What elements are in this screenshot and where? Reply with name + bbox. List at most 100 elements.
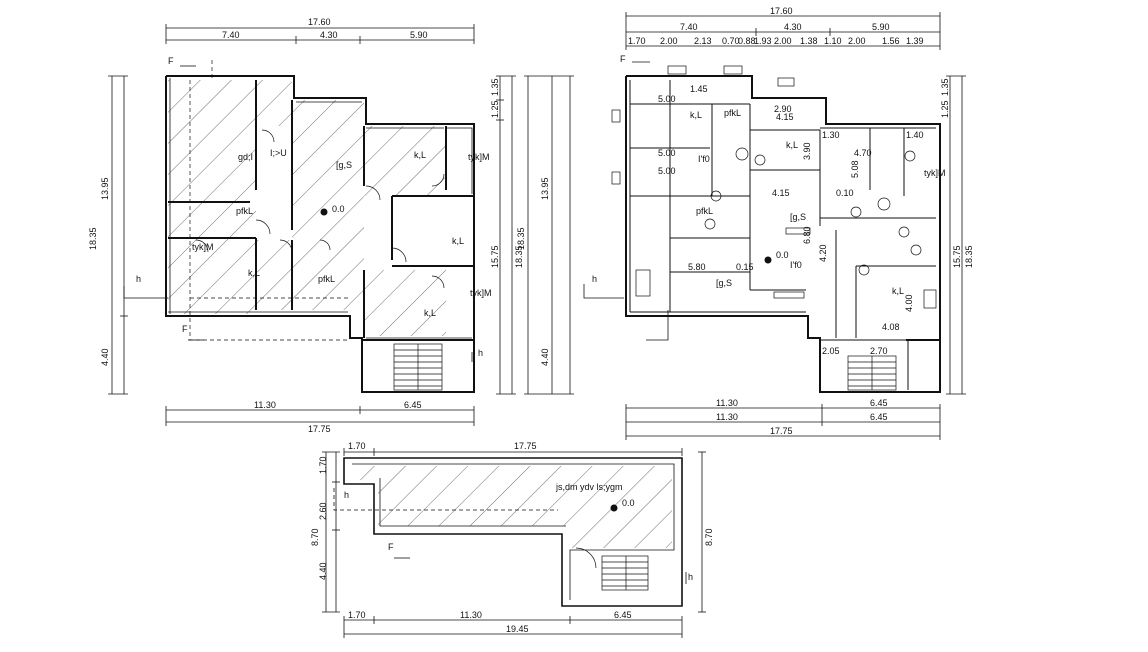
dim-bottom-total: 17.75 [308,424,331,434]
room-label-11: k,L [424,308,436,318]
dim-height-lower: 4.40 [100,348,110,366]
dim-right-total: 8.70 [704,528,714,546]
section-label-f-bottom: F [182,324,188,334]
section-arrow-icons [583,61,669,341]
fixture-icons [611,65,937,309]
dim-height-total: 18.35 [516,227,526,250]
dim-top-a: 1.70 [348,441,366,451]
section-arrow-icons [123,65,473,362]
dim-bottom-a: 11.30 [254,400,276,410]
dim-bottom-a: 1.70 [348,610,366,620]
detail-dim: 2.00 [660,36,678,46]
dimensions-left [524,75,574,395]
dim-height-total: 18.35 [88,227,98,250]
dimensions-bottom [343,616,683,638]
dimensions-right [946,75,966,395]
dim-segment-b: 4.30 [784,22,802,32]
dim-bottom-b: 6.45 [404,400,422,410]
room-label-9: k,L [248,268,260,278]
detail-dim: 0.70 [722,36,740,46]
inner-dim: 1.40 [906,130,924,140]
room-label-10: tyk]M [924,168,946,178]
dim-segment-a: 7.40 [680,22,698,32]
detail-dim: 1.39 [906,36,924,46]
dim-left-c: 4.40 [318,562,328,580]
dim-top-total: 17.75 [514,441,537,451]
section-label-h-left: h [136,274,141,284]
inner-dim: 4.08 [882,322,900,332]
staircase [393,343,443,391]
room-label-7: I'f0 [790,260,802,270]
dim-bottom-d: 6.45 [870,412,888,422]
floor-plan-left: 17.60 7.40 4.30 5.90 13.95 18.35 4.40 1.… [88,17,524,434]
detail-dim: 1.70 [628,36,646,46]
section-label-f-top: F [168,56,174,66]
dim-right-total: 18.35 [964,245,974,268]
detail-dim: 1.38 [800,36,818,46]
inner-dim: 1.45 [690,84,708,94]
inner-dim: 4.15 [772,188,790,198]
dimensions-right [496,75,516,395]
inner-dim: 3.90 [802,142,812,160]
dim-bottom-b: 11.30 [460,610,482,620]
section-arrow-icons [333,488,687,584]
room-label-8: [g,S [716,278,732,288]
dim-left-total: 8.70 [310,528,320,546]
level-marker-icon [764,256,772,264]
dimensions-bottom [165,406,475,426]
staircase [847,355,897,391]
level-marker-icon [610,504,618,512]
inner-dim: 0.10 [836,188,854,198]
room-label-5: pfkL [696,206,713,216]
inner-dim: 1.30 [822,130,840,140]
dimensions-top [343,448,683,456]
dim-right-b: 1.25 [490,100,500,118]
roof-label: js,dm ydv ls;ygm [555,482,623,492]
detail-dim: 1.10 [824,36,842,46]
dimensions-top [625,12,941,50]
dimensions-top [165,24,475,44]
hatched-floor [168,80,446,336]
inner-dim: 4.70 [854,148,872,158]
section-label-f: F [620,54,626,64]
section-label-h-right: h [688,572,693,582]
room-label-3: [g,S [336,160,352,170]
room-label-2: I;>U [270,148,287,158]
floor-plan-right: 17.60 7.40 4.30 5.90 1.70 2.00 2.13 0.70… [516,6,974,440]
roof-outline [343,457,683,607]
staircase [575,547,649,591]
dim-right-c: 15.75 [952,245,962,268]
inner-dim: 2.90 [774,104,792,114]
room-label-4: k,L [414,150,426,160]
room-label-6: [g,S [790,212,806,222]
interior-walls [629,80,936,390]
detail-dim: 2.00 [774,36,792,46]
dimensions-right [698,451,706,613]
door-swings [195,129,445,289]
inner-dim: 0.15 [736,262,754,272]
level-value: 0.0 [776,250,789,260]
detail-dim: 0.88 [738,36,756,46]
room-label-10: pfkL [318,274,335,284]
dim-segment-c: 5.90 [872,22,890,32]
dimensions-bottom [625,404,941,440]
inner-dim: 2.70 [870,346,888,356]
dim-bottom-c: 11.30 [716,412,738,422]
room-label-3: pfkL [724,108,741,118]
dim-right-b: 1.25 [940,100,950,118]
section-label-h: h [592,274,597,284]
detail-dim: 1.56 [882,36,900,46]
dim-bottom-c: 6.45 [614,610,632,620]
dim-right-a: 1.35 [490,78,500,96]
dim-right-a: 1.35 [940,78,950,96]
dim-segment-a: 7.40 [222,30,240,40]
dim-left-b: 2.60 [318,502,328,520]
detail-dim: 2.00 [848,36,866,46]
dim-bottom-b: 6.45 [870,398,888,408]
dim-left-a: 1.70 [318,456,328,474]
inner-dim: 5.80 [688,262,706,272]
roof-plan-bottom: 1.70 17.75 1.70 2.60 8.70 4.40 8.70 1.70… [310,441,714,638]
section-label-h-left: h [344,490,349,500]
room-label-7: tyk]M [470,288,492,298]
